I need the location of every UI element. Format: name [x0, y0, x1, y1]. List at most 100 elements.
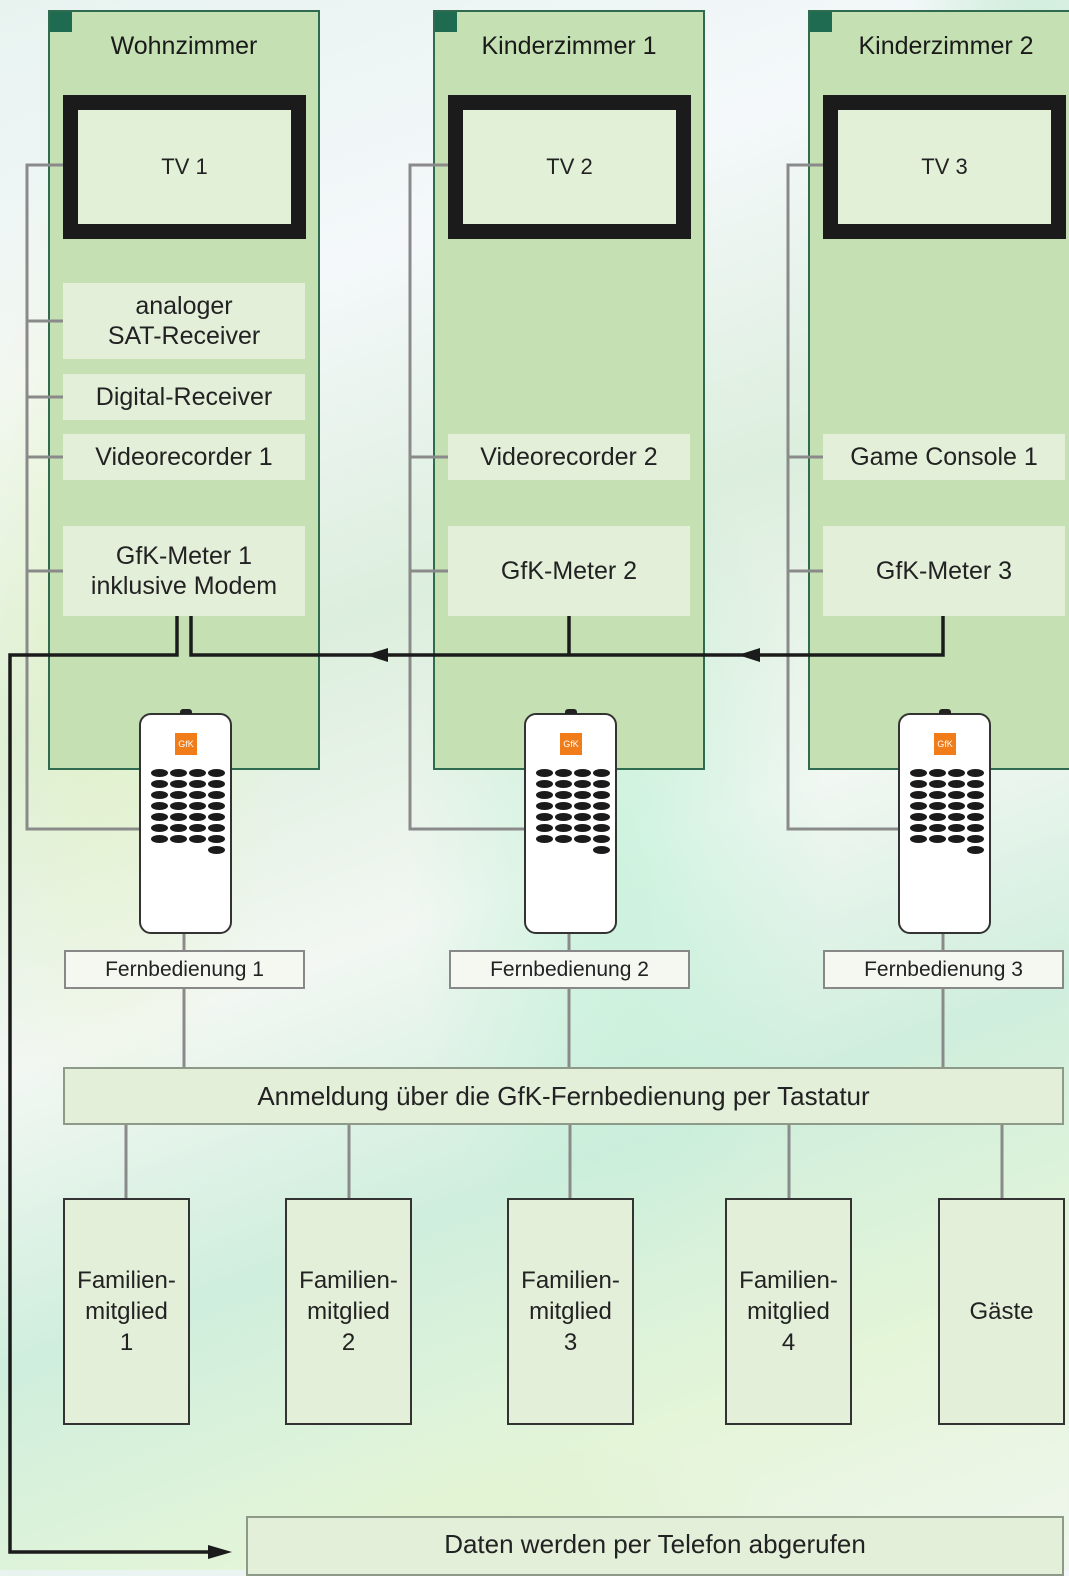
remote-key	[170, 824, 187, 832]
remote-key	[948, 769, 965, 777]
remote-key	[910, 769, 927, 777]
remote-key	[574, 791, 591, 799]
room-title: Kinderzimmer 2	[858, 32, 1034, 60]
remote-key	[910, 813, 927, 821]
device-videorecorder-2: Videorecorder 2	[448, 434, 690, 480]
remote-key	[593, 802, 610, 810]
remote-ir-sensor	[939, 709, 951, 714]
remote-key	[189, 791, 206, 799]
remote-key	[948, 835, 965, 843]
remote-key	[170, 813, 187, 821]
gfk-meter-2: GfK-Meter 2	[448, 526, 690, 616]
data-retrieval-box: Daten werden per Telefon abgerufen	[246, 1516, 1064, 1576]
remote-key	[208, 846, 225, 854]
device-videorecorder-1: Videorecorder 1	[63, 434, 305, 480]
remote-key	[208, 824, 225, 832]
device-game-console-1: Game Console 1	[823, 434, 1065, 480]
gfk-logo: GfK	[934, 733, 956, 755]
room-corner-marker	[50, 12, 72, 32]
remote-key	[189, 813, 206, 821]
remote-key	[929, 813, 946, 821]
remote-key	[967, 835, 984, 843]
remote-keypad	[910, 769, 984, 854]
remote-key	[170, 835, 187, 843]
remote-key	[208, 835, 225, 843]
remote-key	[967, 769, 984, 777]
remote-key	[967, 813, 984, 821]
room-corner-marker	[435, 12, 457, 32]
remote-key	[208, 802, 225, 810]
remote-key	[555, 835, 572, 843]
remote-key	[189, 835, 206, 843]
remote-key	[208, 780, 225, 788]
remote-key	[555, 780, 572, 788]
remote-key	[151, 780, 168, 788]
remote-key	[536, 802, 553, 810]
remote-key	[208, 791, 225, 799]
room-title: Kinderzimmer 1	[481, 32, 657, 60]
device-digital-receiver: Digital-Receiver	[63, 374, 305, 420]
remote-control-1: GfK	[139, 709, 232, 934]
remote-keypad	[151, 769, 225, 854]
remote-key	[536, 769, 553, 777]
remote-key	[189, 824, 206, 832]
remote-key	[929, 769, 946, 777]
gfk-meter-3: GfK-Meter 3	[823, 526, 1065, 616]
remote-key	[967, 780, 984, 788]
remote-key	[555, 813, 572, 821]
member-guests: Gäste	[938, 1198, 1065, 1425]
remote-key	[593, 813, 610, 821]
remote-key	[170, 769, 187, 777]
remote-key	[536, 780, 553, 788]
remote-key	[593, 846, 610, 854]
remote-key	[929, 835, 946, 843]
tv-2: TV 2	[448, 95, 691, 239]
remote-key	[170, 791, 187, 799]
remote-key	[170, 802, 187, 810]
room-corner-marker	[810, 12, 832, 32]
remote-key	[208, 813, 225, 821]
remote-key	[948, 802, 965, 810]
remote-key	[189, 769, 206, 777]
remote-key	[910, 780, 927, 788]
remote-label-3: Fernbedienung 3	[823, 950, 1064, 989]
remote-control-3: GfK	[898, 709, 991, 934]
remote-key	[151, 835, 168, 843]
remote-key	[929, 824, 946, 832]
remote-key	[948, 791, 965, 799]
remote-key	[910, 802, 927, 810]
remote-key	[151, 791, 168, 799]
remote-key	[151, 769, 168, 777]
remote-key	[593, 835, 610, 843]
remote-keypad	[536, 769, 610, 854]
remote-key	[910, 824, 927, 832]
remote-key	[574, 769, 591, 777]
room-title: Wohnzimmer	[110, 32, 258, 60]
tv-1: TV 1	[63, 95, 306, 239]
gfk-meter-1: GfK-Meter 1 inklusive Modem	[63, 526, 305, 616]
remote-key	[929, 780, 946, 788]
remote-key	[170, 780, 187, 788]
remote-key	[910, 835, 927, 843]
device-analog-sat-receiver: analoger SAT-Receiver	[63, 283, 305, 359]
login-bar: Anmeldung über die GfK-Fernbedienung per…	[63, 1067, 1064, 1125]
remote-key	[555, 802, 572, 810]
remote-ir-sensor	[565, 709, 577, 714]
remote-control-2: GfK	[524, 709, 617, 934]
remote-key	[948, 780, 965, 788]
remote-key	[574, 802, 591, 810]
remote-key	[967, 791, 984, 799]
remote-key	[967, 824, 984, 832]
gfk-logo: GfK	[175, 733, 197, 755]
member-3: Familien- mitglied 3	[507, 1198, 634, 1425]
remote-key	[536, 824, 553, 832]
remote-key	[151, 802, 168, 810]
remote-key	[593, 824, 610, 832]
tv-3: TV 3	[823, 95, 1066, 239]
remote-key	[574, 780, 591, 788]
remote-label-1: Fernbedienung 1	[64, 950, 305, 989]
remote-key	[151, 824, 168, 832]
remote-key	[593, 780, 610, 788]
remote-key	[929, 791, 946, 799]
